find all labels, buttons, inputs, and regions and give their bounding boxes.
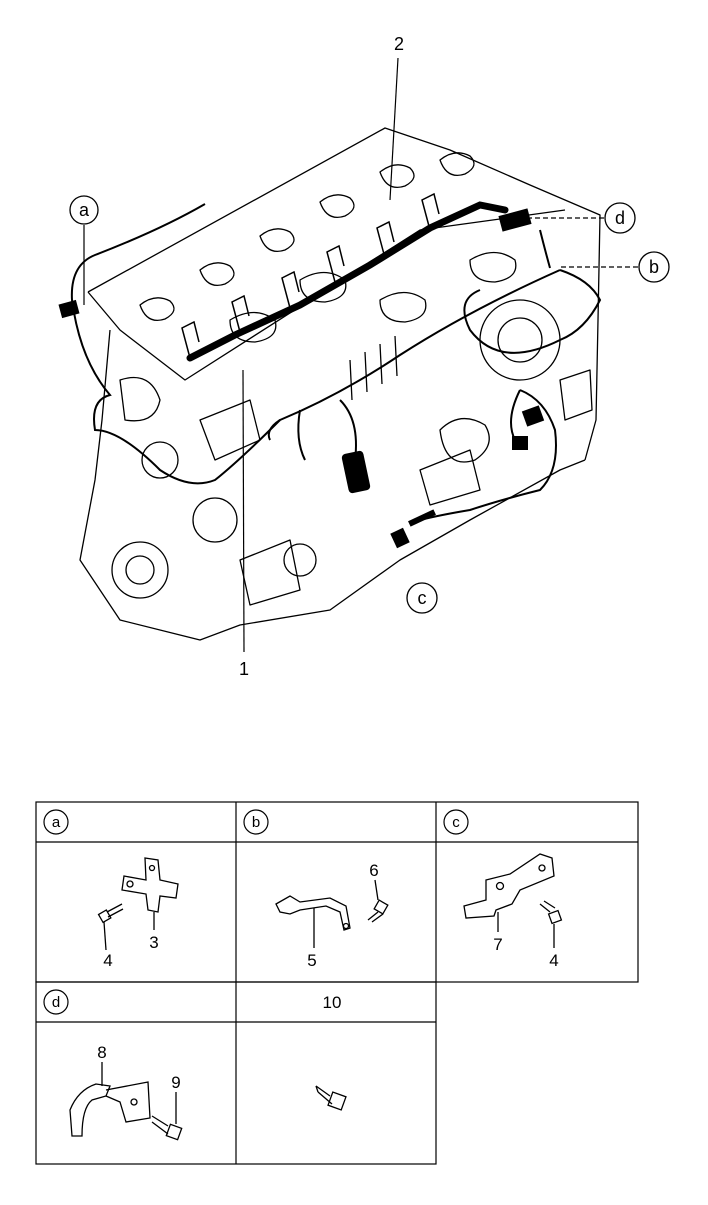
svg-text:b: b (252, 814, 260, 831)
leader-lines (83, 57, 638, 653)
svg-text:a: a (52, 814, 61, 831)
svg-text:3: 3 (149, 933, 158, 952)
svg-text:5: 5 (307, 951, 316, 970)
svg-text:10: 10 (323, 993, 342, 1012)
part-number-1: 1 (239, 659, 249, 679)
callout-b: b (638, 251, 670, 283)
bolt-part-9 (151, 1092, 183, 1141)
svg-text:7: 7 (493, 935, 502, 954)
harness-connectors (58, 208, 545, 549)
engine-block-illustration (79, 127, 601, 641)
injector-harness-rail (181, 192, 509, 362)
bracket-part-3 (121, 857, 179, 930)
svg-text:4: 4 (549, 951, 558, 970)
bolt-part-4 (97, 903, 124, 951)
svg-text:4: 4 (103, 951, 112, 970)
detail-cell-10: 10 (315, 993, 347, 1111)
callout-a: a (69, 195, 99, 225)
svg-text:c: c (418, 588, 427, 608)
engine-wiring-harness (70, 203, 602, 521)
svg-text:8: 8 (97, 1043, 106, 1062)
callout-c: c (406, 582, 438, 614)
bolt-part-6 (367, 879, 389, 923)
bolt-part-4 (539, 900, 563, 948)
bracket-part-5 (275, 895, 351, 948)
detail-cell-c: c 7 4 (443, 809, 563, 970)
detail-cell-a: a 3 4 (43, 809, 179, 970)
svg-text:d: d (52, 994, 60, 1011)
bracket-part-7 (463, 853, 555, 932)
detail-table (35, 801, 639, 1165)
svg-text:c: c (452, 814, 460, 831)
detail-cell-b: b 6 5 (243, 809, 389, 970)
svg-text:b: b (649, 257, 659, 277)
svg-text:6: 6 (369, 861, 378, 880)
detail-cell-d: d 8 9 (43, 989, 183, 1141)
bracket-part-8 (69, 1062, 151, 1137)
svg-text:d: d (615, 208, 625, 228)
svg-text:a: a (79, 200, 90, 220)
bolt-part-10 (315, 1085, 347, 1111)
part-number-2: 2 (394, 34, 404, 54)
svg-text:9: 9 (171, 1073, 180, 1092)
callout-d: d (604, 202, 636, 234)
